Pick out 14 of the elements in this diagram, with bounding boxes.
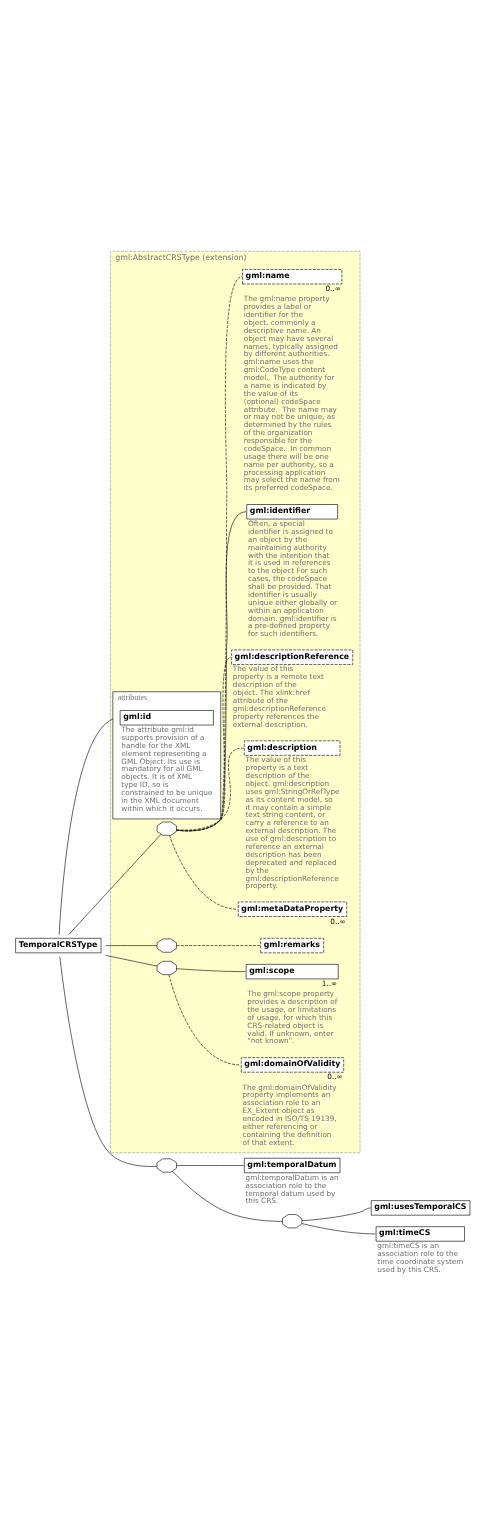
- connector: [176, 747, 244, 830]
- connector: [176, 275, 243, 831]
- connector: [176, 656, 232, 831]
- connector: [176, 1164, 244, 1166]
- node-octagon: [156, 821, 177, 836]
- connector: [176, 944, 261, 946]
- connector: [172, 1170, 283, 1222]
- connector: [105, 944, 158, 946]
- node-octagon: [156, 1158, 177, 1172]
- connector: [176, 967, 246, 972]
- node-octagon: [282, 1213, 303, 1228]
- connector: [176, 510, 247, 831]
- node-octagon: [156, 960, 177, 975]
- node-octagon: [156, 938, 177, 953]
